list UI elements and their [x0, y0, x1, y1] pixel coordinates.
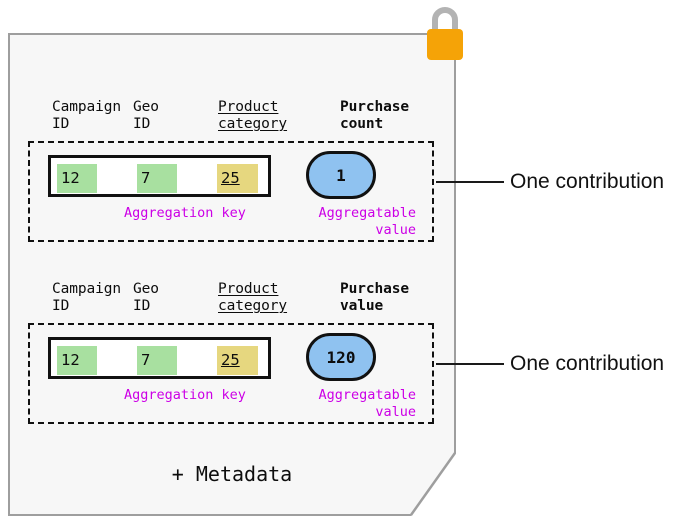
column-headers-2: Campaign ID Geo ID Product category Purc… — [28, 277, 434, 323]
annotation-aggregatable-value-2: Aggregatable value — [318, 387, 416, 420]
callout-label-1: One contribution — [510, 170, 665, 193]
header-campaign-id-1: Campaign ID — [52, 99, 122, 132]
key-cell-product-category-1: 25 — [217, 164, 258, 193]
callout-label-2: One contribution — [510, 352, 665, 375]
callout-line-2 — [436, 363, 504, 365]
column-headers-1: Campaign ID Geo ID Product category Purc… — [28, 95, 434, 141]
key-cell-campaign-id-2: 12 — [57, 346, 97, 375]
padlock-icon — [427, 7, 463, 60]
aggregation-key-box-2: 12 7 25 — [48, 337, 271, 379]
aggregatable-value-pill-1: 1 — [306, 151, 376, 199]
header-purchase-value: Purchase value — [340, 281, 410, 314]
header-campaign-id-2: Campaign ID — [52, 281, 122, 314]
metadata-label: + Metadata — [171, 462, 293, 486]
header-purchase-count: Purchase count — [340, 99, 410, 132]
contribution-row-1: Campaign ID Geo ID Product category Purc… — [28, 95, 434, 242]
aggregatable-value-pill-2: 120 — [306, 333, 376, 381]
annotation-aggregatable-value-1: Aggregatable value — [318, 205, 416, 238]
header-product-category-1: Product category — [218, 99, 288, 132]
callout-line-1 — [436, 181, 504, 183]
document-sheet — [8, 33, 456, 516]
key-cell-geo-id-1: 7 — [137, 164, 177, 193]
contribution-boundary-1: 12 7 25 1 Aggregation key Aggregatable v… — [28, 141, 434, 242]
aggregation-key-box-1: 12 7 25 — [48, 155, 271, 197]
annotation-aggregation-key-1: Aggregation key — [124, 205, 246, 221]
header-geo-id-2: Geo ID — [133, 281, 159, 314]
header-geo-id-1: Geo ID — [133, 99, 159, 132]
key-cell-product-category-2: 25 — [217, 346, 258, 375]
key-cell-campaign-id-1: 12 — [57, 164, 97, 193]
key-cell-geo-id-2: 7 — [137, 346, 177, 375]
header-product-category-2: Product category — [218, 281, 288, 314]
contribution-row-2: Campaign ID Geo ID Product category Purc… — [28, 277, 434, 424]
annotation-aggregation-key-2: Aggregation key — [124, 387, 246, 403]
contribution-boundary-2: 12 7 25 120 Aggregation key Aggregatable… — [28, 323, 434, 424]
